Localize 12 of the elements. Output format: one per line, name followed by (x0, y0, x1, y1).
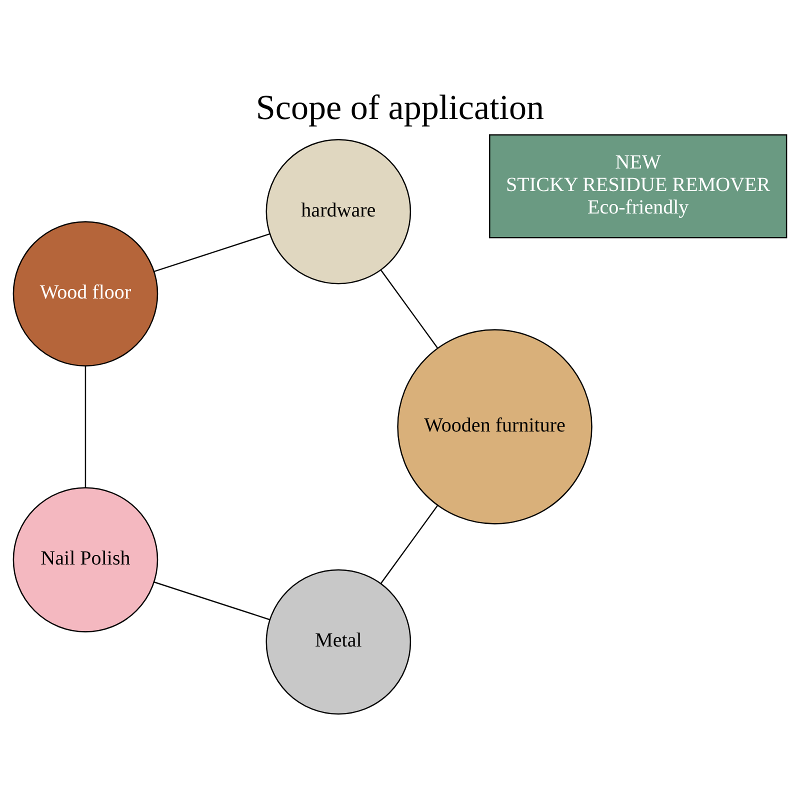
diagram-title: Scope of application (256, 88, 544, 128)
connector (380, 270, 438, 348)
node-circle: Wood floor (12, 221, 158, 366)
node-circle: Nail Polish (12, 487, 158, 632)
connector (154, 233, 270, 272)
node-circle: hardware (266, 138, 412, 284)
node-box: NEW STICKY RESIDUE REMOVER Eco-friendly (489, 134, 788, 238)
connector (84, 366, 86, 488)
connector (380, 505, 438, 584)
node-circle: Wooden furniture (397, 329, 592, 524)
node-circle: Metal (266, 569, 412, 715)
connector (154, 582, 270, 620)
